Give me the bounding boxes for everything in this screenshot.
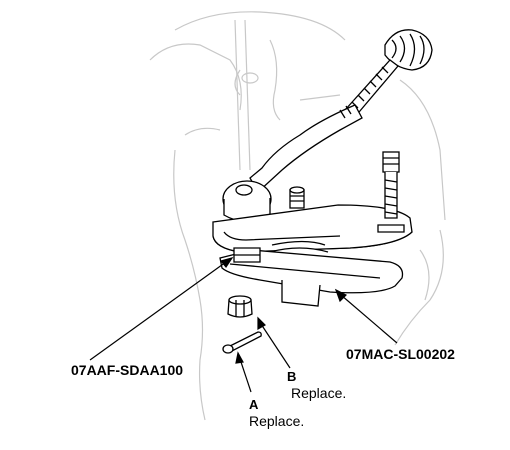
castle-nut (227, 295, 253, 318)
callout-note-b: Replace. (291, 385, 347, 401)
tool-label-07AAF: 07AAF-SDAA100 (71, 362, 184, 378)
callout-note-a: Replace. (249, 413, 305, 429)
tie-rod (222, 29, 433, 222)
callout-letter-a: A (249, 397, 259, 412)
puller-tool (212, 151, 413, 307)
tool-label-07MAC: 07MAC-SL00202 (346, 346, 455, 362)
cotter-pin (222, 331, 262, 354)
callout-letter-b: B (287, 369, 297, 384)
background-ghost-lines (149, 11, 446, 421)
leader-lines (89, 256, 398, 393)
